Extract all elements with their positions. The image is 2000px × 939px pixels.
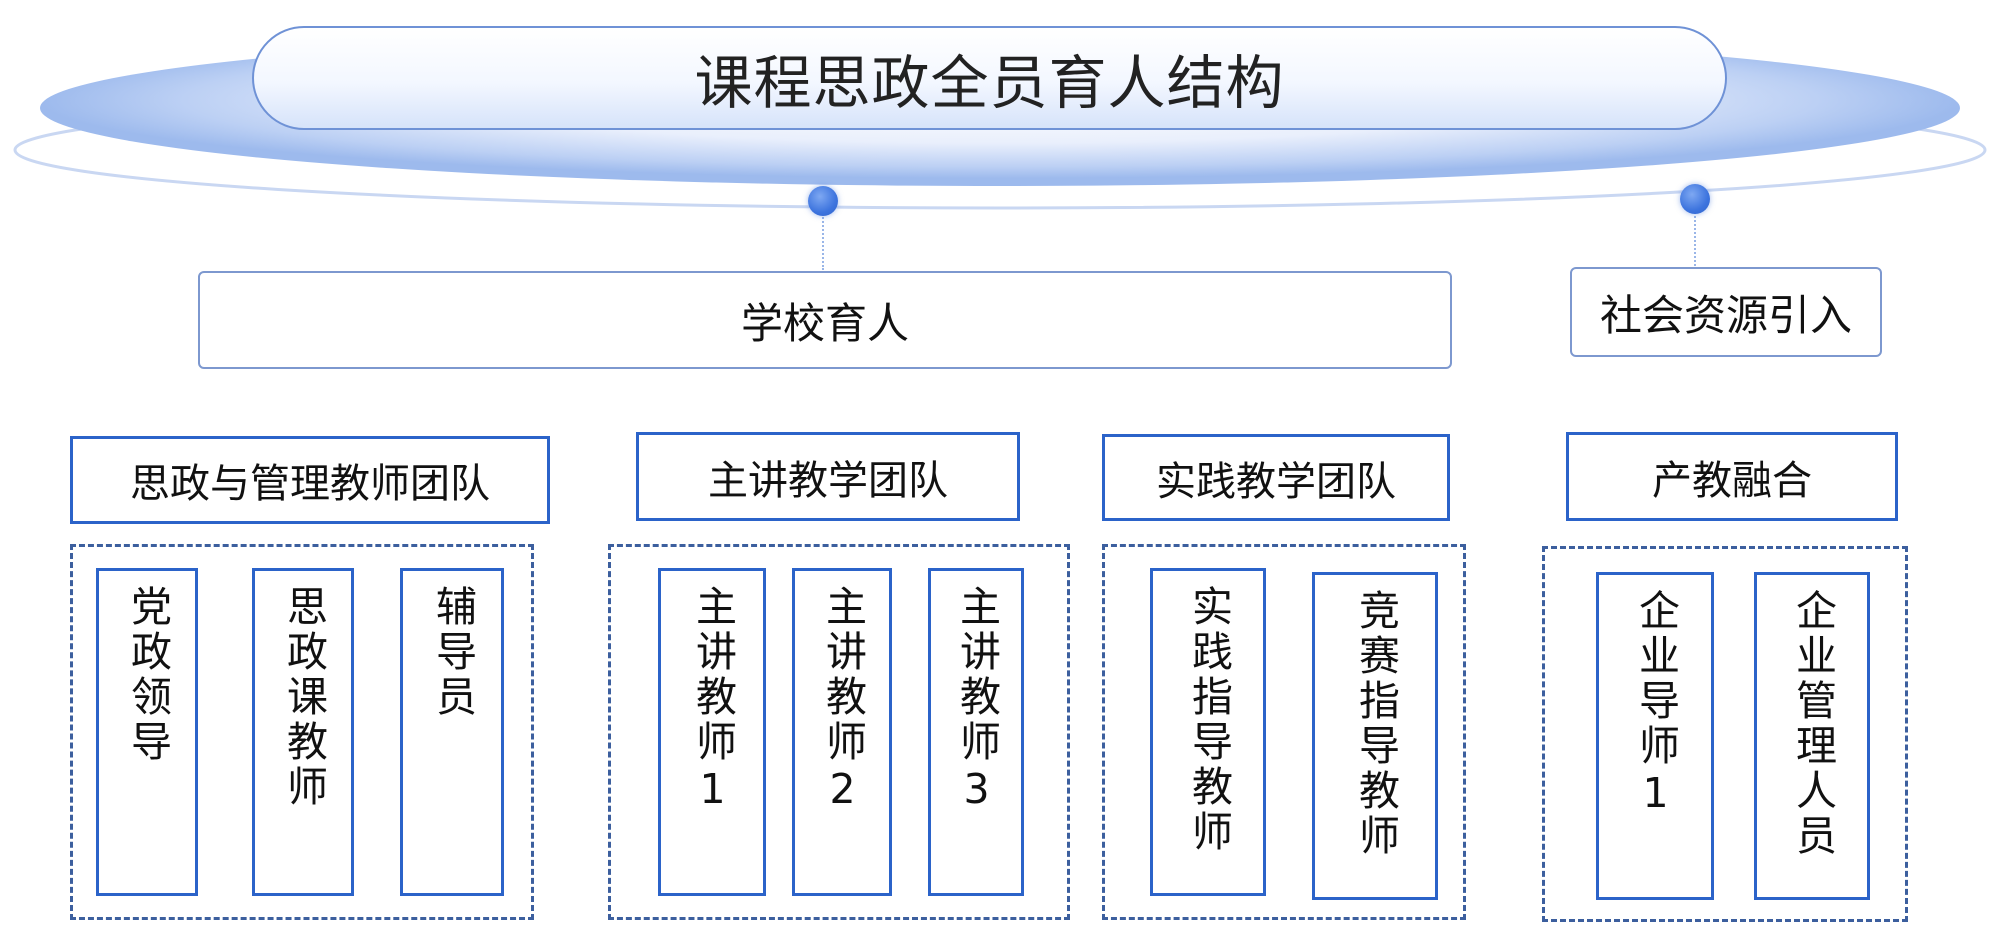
member-card: 主讲教师2 bbox=[792, 568, 892, 896]
member-card: 企业管理人员 bbox=[1754, 572, 1870, 900]
team-header-industry-education: 产教融合 bbox=[1566, 432, 1898, 521]
member-card: 辅导员 bbox=[400, 568, 504, 896]
member-group-industry-education bbox=[1542, 546, 1908, 922]
social-resources-banner: 社会资源引入 bbox=[1570, 267, 1882, 357]
member-card: 思政课教师 bbox=[252, 568, 354, 896]
node-dot-school bbox=[808, 186, 838, 216]
member-card: 实践指导教师 bbox=[1150, 568, 1266, 896]
team-header-ideology-management: 思政与管理教师团队 bbox=[70, 436, 550, 524]
member-card: 主讲教师3 bbox=[928, 568, 1024, 896]
member-group-practice bbox=[1102, 544, 1466, 920]
team-header-lecturing: 主讲教学团队 bbox=[636, 432, 1020, 521]
member-group-ideology-management bbox=[70, 544, 534, 920]
node-dot-society bbox=[1680, 184, 1710, 214]
connector-school bbox=[822, 206, 824, 270]
school-education-banner: 学校育人 bbox=[198, 271, 1452, 369]
member-group-lecturing bbox=[608, 544, 1070, 920]
member-card: 主讲教师1 bbox=[658, 568, 766, 896]
diagram-title: 课程思政全员育人结构 bbox=[252, 26, 1727, 130]
member-card: 企业导师1 bbox=[1596, 572, 1714, 900]
team-header-practice: 实践教学团队 bbox=[1102, 434, 1450, 521]
member-card: 党政领导 bbox=[96, 568, 198, 896]
member-card: 竞赛指导教师 bbox=[1312, 572, 1438, 900]
connector-society bbox=[1694, 204, 1696, 266]
